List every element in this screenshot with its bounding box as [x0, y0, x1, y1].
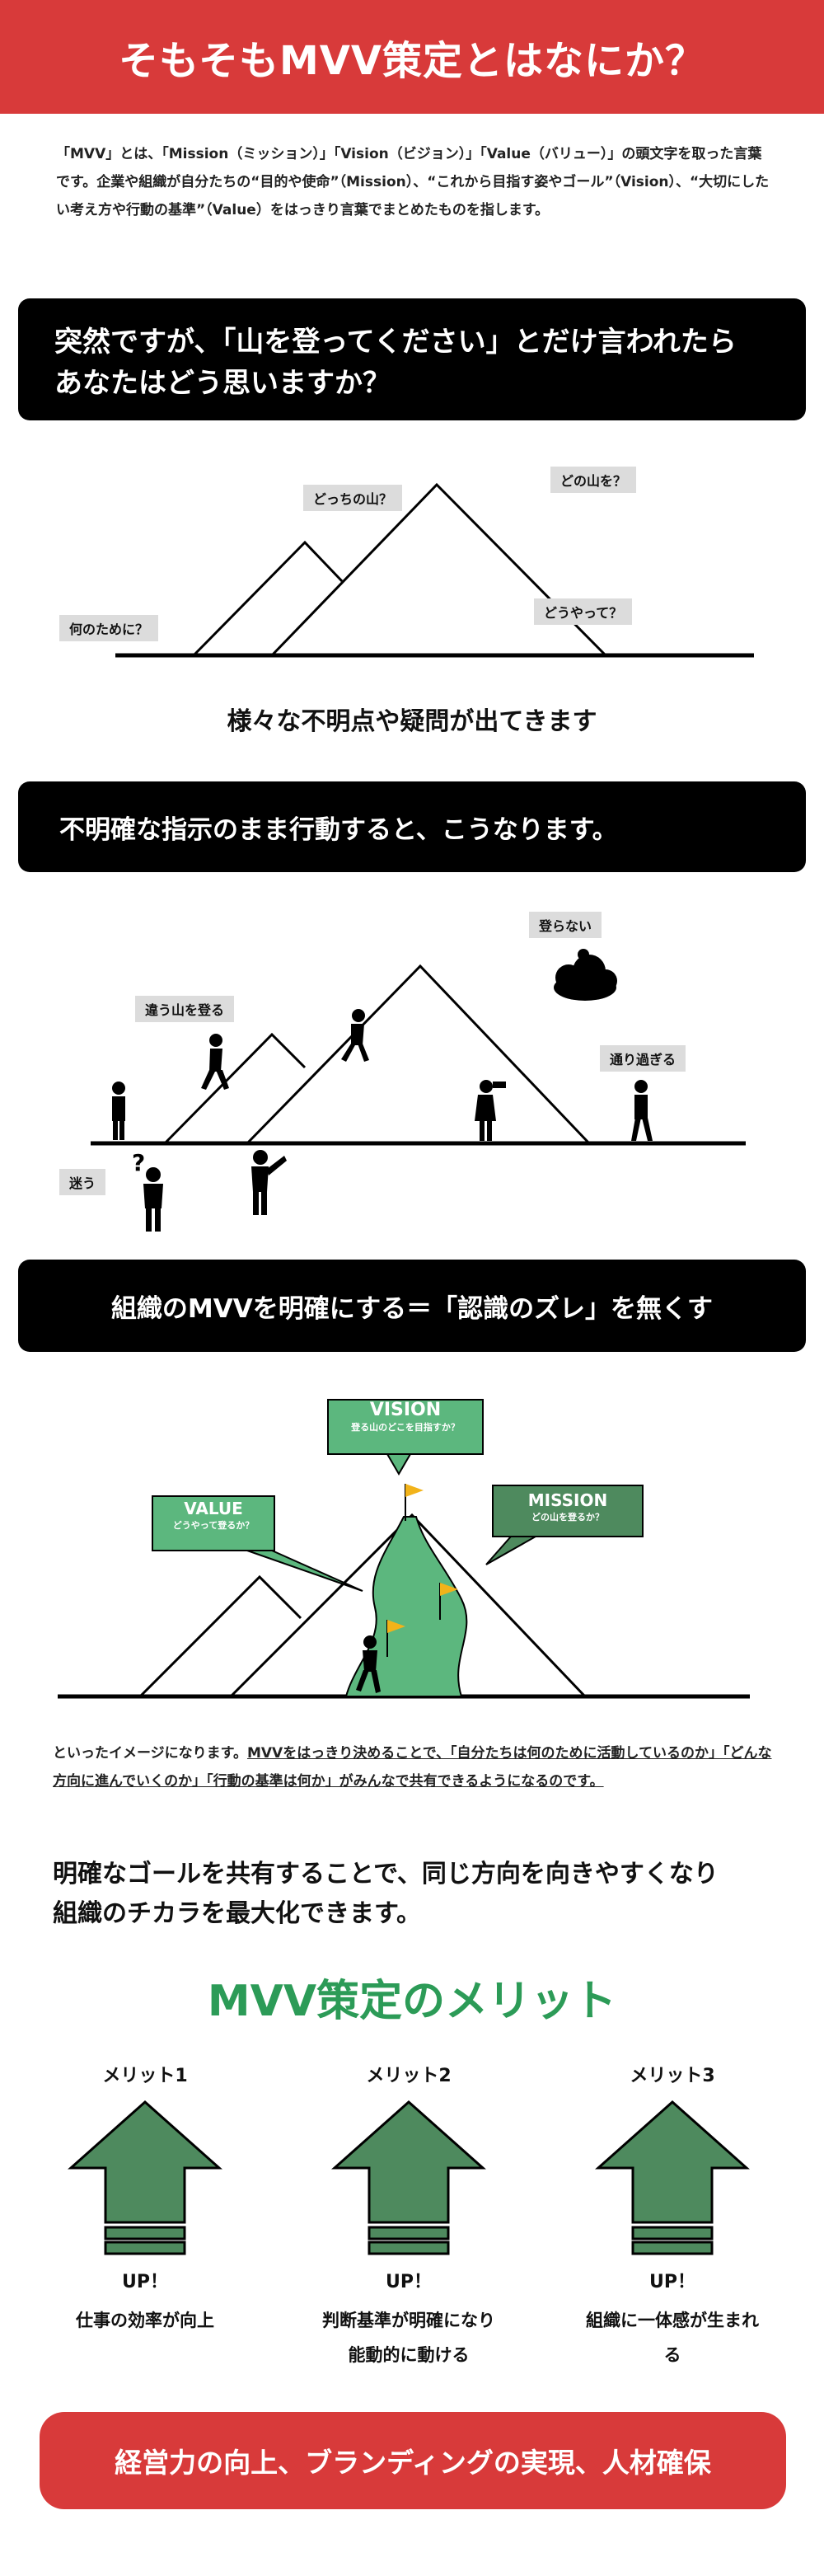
- merit-desc-line-1: 仕事の効率が向上: [76, 2311, 214, 2330]
- merit-desc-line-1: 判断基準が明確になり: [322, 2311, 495, 2330]
- mission-box: MISSION どの山を登るか？: [493, 1490, 643, 1523]
- person-stressed-icon: [112, 1082, 125, 1140]
- vision-box: VISION 登る山のどこを目指すか？: [328, 1400, 483, 1433]
- flag-icon: [439, 1583, 458, 1620]
- flag-icon: [405, 1484, 424, 1521]
- vision-title: VISION: [369, 1400, 442, 1420]
- merit-label: メリット2: [366, 2066, 452, 2086]
- tag-pass-by: 通り過ぎる: [600, 1045, 686, 1072]
- tag-not-climb: 登らない: [529, 912, 602, 938]
- value-title: VALUE: [184, 1499, 243, 1518]
- merit-label: メリット1: [102, 2066, 188, 2086]
- merit-desc: 組織に一体感が生まれる: [582, 2303, 763, 2372]
- merit-desc: 仕事の効率が向上: [54, 2303, 236, 2338]
- tag-what-mountain: どの山を？: [550, 467, 637, 493]
- footer-banner: 経営力の向上、ブランディングの実現、人材確保: [40, 2412, 786, 2509]
- value-sub: どうやって登るか？: [172, 1520, 255, 1531]
- tag-which-mountain: どっちの山？: [303, 485, 403, 511]
- emphasis-line-2: 組織のチカラを最大化できます。: [53, 1899, 421, 1928]
- merit-item-1: メリット1 UP！ 仕事の効率が向上: [54, 2061, 236, 2338]
- mvv-banner: 組織のMVVを明確にする＝「認識のズレ」を無くす: [18, 1260, 806, 1352]
- merit-up: UP！: [122, 2272, 168, 2292]
- cloud-icon: [554, 949, 617, 1001]
- mountains-illustration: [115, 482, 754, 658]
- person-climbing-icon: [341, 1009, 369, 1062]
- person-climber-icon: [356, 1635, 381, 1693]
- tag-how: どうやって？: [534, 598, 633, 625]
- confusion-illustration: ?: [91, 949, 746, 1232]
- tag-why: 何のために？: [59, 615, 159, 641]
- consequence-banner: 不明確な指示のまま行動すると、こうなります。: [18, 781, 806, 872]
- explanation-prefix: といったイメージになります。: [53, 1745, 247, 1762]
- emphasis-text: 明確なゴールを共有することで、同じ方向を向きやすくなり 組織のチカラを最大化でき…: [53, 1855, 794, 1934]
- person-running-icon: [201, 1034, 229, 1090]
- merit-item-3: メリット3 UP！ 組織に一体感が生まれる: [582, 2061, 763, 2372]
- explanation-underlined: MVVをはっきり決めることで、「自分たちは何のために活動しているのか」「どんな方…: [53, 1745, 772, 1790]
- page-title: そもそもMVV策定とはなにか？: [0, 0, 824, 114]
- emphasis-line-1: 明確なゴールを共有することで、同じ方向を向きやすくなり: [53, 1860, 719, 1889]
- mvv-illustration: [58, 1399, 750, 1699]
- value-box: VALUE どうやって登るか？: [152, 1499, 274, 1532]
- vision-sub: 登る山のどこを目指すか？: [351, 1422, 460, 1433]
- merit-desc-line-2: 能動的に動ける: [348, 2345, 470, 2365]
- question-line-2: あなたはどう思いますか？: [54, 367, 391, 400]
- merit-desc-line-1: 組織に一体感が生まれる: [586, 2311, 759, 2365]
- merit-up: UP！: [649, 2272, 695, 2292]
- tag-wrong-mountain: 違う山を登る: [135, 996, 235, 1022]
- merit-desc: 判断基準が明確になり 能動的に動ける: [318, 2303, 499, 2372]
- merits-title: MVV策定のメリット: [207, 1977, 617, 2026]
- explanation-paragraph: といったイメージになります。MVVをはっきり決めることで、「自分たちは何のために…: [53, 1739, 778, 1795]
- up-arrow-icon: [68, 2100, 222, 2255]
- mission-sub: どの山を登るか？: [531, 1512, 604, 1523]
- up-arrow-icon: [595, 2100, 750, 2255]
- question-line-1: 突然ですが、「山を登ってください」とだけ言われたら: [54, 326, 737, 359]
- intro-paragraph: 「MVV」とは、「Mission（ミッション）」「Vision（ビジョン）」「V…: [56, 146, 770, 218]
- merit-label: メリット3: [630, 2066, 715, 2086]
- mission-title: MISSION: [527, 1490, 608, 1510]
- person-walking-icon: [631, 1080, 653, 1141]
- flag-icon: [386, 1620, 405, 1657]
- merit-up: UP！: [386, 2272, 432, 2292]
- question-banner: 突然ですが、「山を登ってください」とだけ言われたら あなたはどう思いますか？: [18, 298, 806, 420]
- person-binoculars-icon: [475, 1080, 506, 1141]
- person-lost-icon: ?: [132, 1149, 163, 1232]
- tag-lost: 迷う: [59, 1169, 106, 1195]
- person-pointing-icon: [251, 1150, 287, 1215]
- merit-item-2: メリット2 UP！ 判断基準が明確になり 能動的に動ける: [318, 2061, 499, 2372]
- svg-text:?: ?: [132, 1149, 145, 1176]
- up-arrow-icon: [331, 2100, 486, 2255]
- section1-caption: 様々な不明点や疑問が出てきます: [227, 707, 597, 736]
